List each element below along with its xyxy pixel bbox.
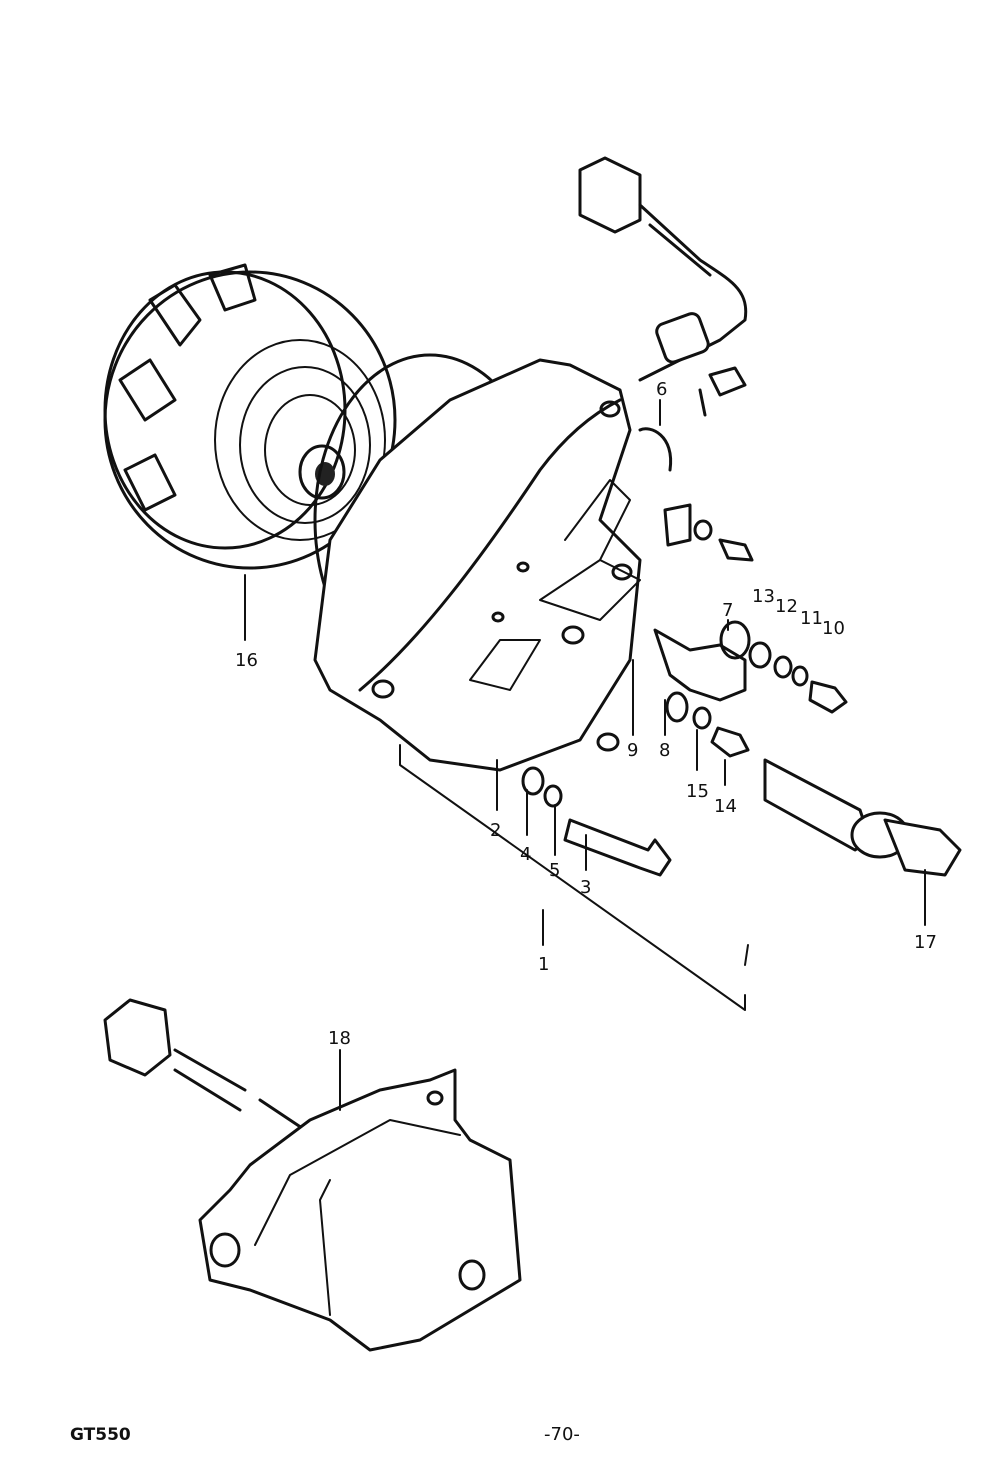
callout-1: 1: [538, 954, 549, 975]
callout-labels: 16 6 7 13 12 11 10 9 8 15 14 2 4 5 3 17 …: [235, 379, 937, 1049]
rotor-illustration: [103, 263, 397, 570]
callout-17: 17: [914, 932, 937, 953]
callout-8: 8: [659, 740, 670, 761]
callout-2: 2: [490, 820, 501, 841]
callout-6: 6: [656, 379, 667, 400]
model-code: GT550: [70, 1425, 131, 1445]
callout-13: 13: [752, 586, 775, 607]
callout-7: 7: [722, 600, 733, 621]
rotor-bolt-illustration: [763, 758, 962, 877]
callout-18: 18: [328, 1028, 351, 1049]
callout-4: 4: [520, 844, 531, 865]
callout-10: 10: [822, 618, 845, 639]
callout-16: 16: [235, 650, 258, 671]
page-number: -70-: [544, 1424, 580, 1445]
callout-12: 12: [775, 596, 798, 617]
callout-15: 15: [686, 781, 709, 802]
page-footer: GT550 -70-: [70, 1424, 580, 1445]
brush-and-fasteners: [521, 427, 848, 877]
callout-5: 5: [549, 860, 560, 881]
stator-housing-illustration: [313, 353, 642, 772]
callout-11: 11: [800, 608, 823, 629]
leader-lines: [244, 399, 926, 1111]
callout-9: 9: [627, 740, 638, 761]
upper-wire-harness: [578, 156, 748, 417]
callout-14: 14: [714, 796, 737, 817]
regulator-illustration: [103, 998, 522, 1352]
callout-3: 3: [580, 877, 591, 898]
